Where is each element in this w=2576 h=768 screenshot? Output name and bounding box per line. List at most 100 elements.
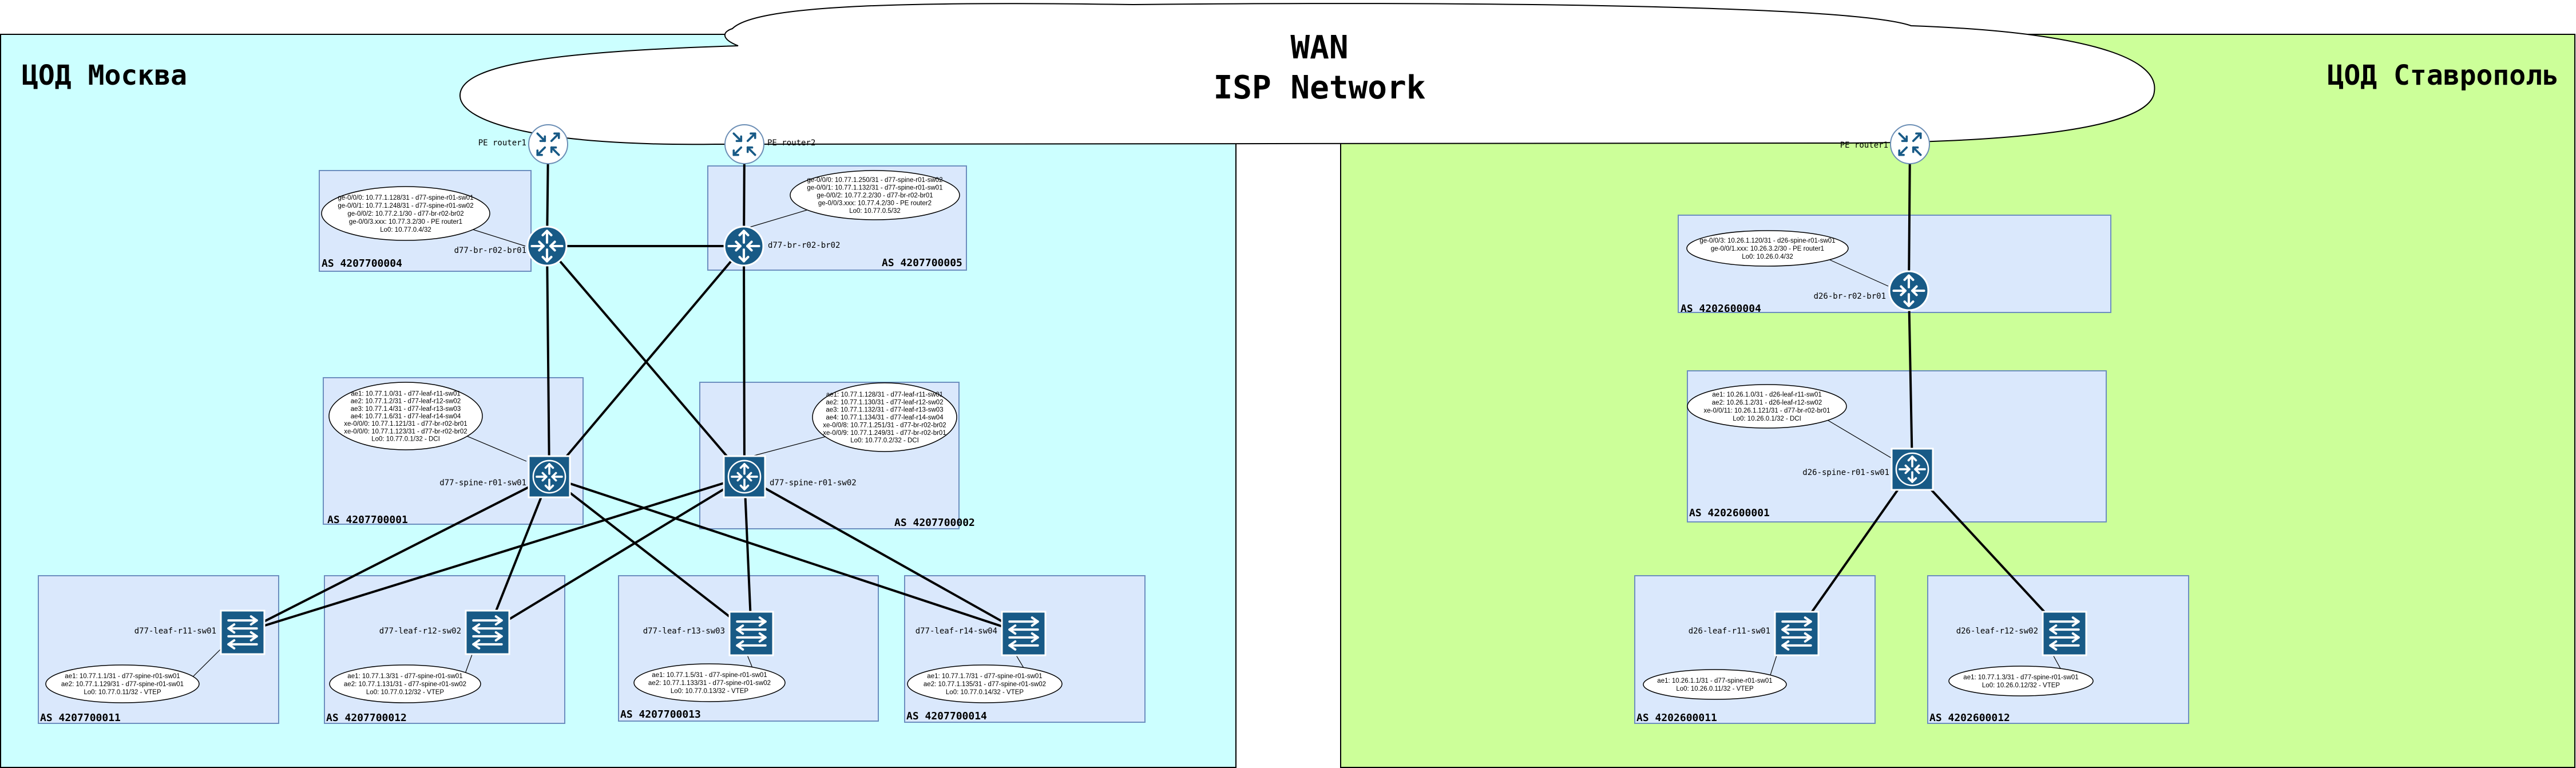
note-line: Lo0: 10.77.0.11/32 - VTEP: [84, 689, 161, 696]
as-number-stv_lf02: AS 4202600012: [1929, 712, 2010, 724]
note-line: ae3: 10.77.1.4/31 - d77-leaf-r13-sw03: [351, 406, 461, 413]
note-line: ge-0/0/1: 10.77.1.132/31 - d77-spine-r01…: [807, 185, 942, 192]
note-connector-stv_br01: [1824, 256, 1889, 287]
device-name-stv_br01: d26-br-r02-br01: [1814, 292, 1886, 301]
pe-labels: PE router1 PE router2 PE router1: [478, 138, 1888, 150]
router-icon[interactable]: [1890, 124, 1930, 164]
zone-stv-lf01: [1634, 575, 1876, 724]
device-name-msk_lf02: d77-leaf-r12-sw02: [379, 627, 461, 636]
note-line: ae4: 10.77.1.6/31 - d77-leaf-r14-sw04: [351, 413, 461, 420]
as-number-stv_sp01: AS 4202600001: [1689, 507, 1770, 519]
link-msk_sp01-msk_lf01: [242, 476, 550, 634]
spine-router-icon[interactable]: [1891, 448, 1934, 491]
interface-note-stv_sp01: ae1: 10.26.1.0/31 - d26-leaf-r11-sw01ae2…: [1687, 384, 1847, 429]
note-line: Lo0: 10.26.0.12/32 - VTEP: [1982, 682, 2060, 689]
device-name-msk_lf04: d77-leaf-r14-sw04: [916, 627, 997, 636]
note-line: ge-0/0/1: 10.77.1.248/31 - d77-spine-r01…: [338, 203, 473, 209]
router-icon[interactable]: [724, 124, 764, 164]
spine-router-icon[interactable]: [723, 455, 766, 498]
as-number-msk_lf04: AS 4207700014: [906, 710, 987, 722]
note-line: ge-0/0/1.xxx: 10.26.3.2/30 - PE router1: [1711, 246, 1824, 252]
pe-routers: [528, 124, 1930, 164]
wan-cloud-shape: [459, 3, 2155, 145]
device-name-msk_sp01: d77-spine-r01-sw01: [439, 478, 526, 488]
note-line: Lo0: 10.26.0.11/32 - VTEP: [1676, 686, 1754, 692]
device-name-msk_sp02: d77-spine-r01-sw02: [770, 478, 857, 488]
interface-note-msk_br01: ge-0/0/0: 10.77.1.128/31 - d77-spine-r01…: [321, 186, 490, 241]
note-line: ae2: 10.77.1.2/31 - d77-leaf-r12-sw02: [351, 398, 461, 405]
note-connector-msk_br01: [464, 226, 526, 247]
pe-label-msk_pe2: PE router2: [767, 138, 815, 148]
device-name-stv_sp01: d26-spine-r01-sw01: [1802, 468, 1889, 477]
note-bubble: [812, 382, 957, 452]
note-line: ae1: 10.77.1.0/31 - d77-leaf-r11-sw01: [351, 391, 461, 398]
note-line: Lo0: 10.77.0.13/32 - VTEP: [671, 688, 749, 695]
device-name-msk_br02: d77-br-r02-br02: [768, 241, 840, 250]
note-line: ge-0/0/3.xxx: 10.77.4.2/30 - PE router2: [818, 200, 932, 207]
devices: [220, 225, 2087, 656]
as-number-msk_lf01: AS 4207700011: [40, 712, 121, 724]
note-bubble: [45, 664, 200, 703]
network-links: [242, 144, 2066, 635]
border-router-icon[interactable]: [723, 225, 764, 267]
note-connector-msk_sp01: [459, 432, 527, 462]
note-line: ae1: 10.26.1.0/31 - d26-leaf-r11-sw01: [1712, 391, 1822, 398]
note-line: xe-0/0/11: 10.26.1.121/31 - d77-br-r02-b…: [1704, 407, 1830, 414]
note-line: ae1: 10.77.1.3/31 - d77-spine-r01-sw01: [1963, 674, 2078, 681]
note-bubble: [907, 664, 1063, 703]
leaf-switch-icon[interactable]: [1001, 611, 1047, 656]
link-msk_sp02-msk_lf01: [242, 476, 745, 634]
note-bubble: [1686, 230, 1849, 267]
dc-moscow-title: ЦОД Москва: [22, 60, 187, 92]
link-stv_pe1-stv_br01: [1908, 144, 1911, 291]
note-bubble: [633, 663, 786, 702]
leaf-switch-icon[interactable]: [2042, 611, 2087, 656]
dc-stavropol-title: ЦОД Ставрополь: [2327, 60, 2559, 92]
note-line: xe-0/0/9: 10.77.1.249/31 - d77-br-r02-br…: [823, 430, 946, 437]
note-line: ae1: 10.77.1.128/31 - d77-leaf-r11-sw01: [826, 391, 943, 398]
border-router-icon[interactable]: [526, 225, 568, 267]
note-line: ae1: 10.77.1.3/31 - d77-spine-r01-sw01: [347, 673, 462, 680]
device-name-msk_br01: d77-br-r02-br01: [454, 246, 526, 255]
note-line: ae2: 10.77.1.131/31 - d77-spine-r01-sw02: [344, 681, 466, 688]
note-line: ae1: 10.26.1.1/31 - d77-spine-r01-sw01: [1657, 678, 1772, 684]
pe-label-msk_pe1: PE router1: [478, 138, 526, 148]
leaf-switch-icon[interactable]: [220, 609, 265, 655]
note-line: xe-0/0/0: 10.77.1.121/31 - d77-br-r02-br…: [344, 421, 467, 427]
note-bubble: [329, 664, 481, 703]
interface-note-msk_br02: ge-0/0/0: 10.77.1.250/31 - d77-spine-r01…: [790, 170, 960, 220]
interface-note-stv_br01: ge-0/0/3: 10.26.1.120/31 - d26-spine-r01…: [1686, 230, 1849, 267]
border-router-icon[interactable]: [1888, 270, 1929, 311]
link-msk_sp01-msk_lf03: [548, 476, 752, 635]
as-number-msk_lf03: AS 4207700013: [620, 708, 701, 721]
leaf-switch-icon[interactable]: [728, 611, 774, 656]
note-line: ae4: 10.77.1.134/31 - d77-leaf-r14-sw04: [826, 414, 944, 421]
wan-cloud: WAN ISP Network: [459, 3, 2155, 145]
note-line: Lo0: 10.26.0.4/32: [1742, 254, 1793, 260]
note-line: ae2: 10.77.1.130/31 - d77-leaf-r12-sw02: [826, 399, 943, 406]
interface-note-msk_sp02: ae1: 10.77.1.128/31 - d77-leaf-r11-sw01a…: [812, 382, 957, 452]
link-msk_sp01-msk_lf04: [549, 476, 1024, 635]
router-icon[interactable]: [528, 124, 568, 164]
link-msk_br02-msk_sp01: [548, 245, 745, 478]
leaf-switch-icon[interactable]: [1774, 611, 1820, 656]
link-msk_br01-msk_sp01: [546, 246, 550, 477]
note-line: ae1: 10.77.1.1/31 - d77-spine-r01-sw01: [65, 673, 180, 680]
link-stv_sp01-stv_lf01: [1796, 468, 1913, 635]
note-line: Lo0: 10.77.0.12/32 - VTEP: [366, 689, 445, 696]
link-msk_sp01-msk_lf02: [486, 476, 550, 633]
note-line: ge-0/0/0: 10.77.1.128/31 - d77-spine-r01…: [338, 195, 473, 201]
note-line: ae2: 10.77.1.133/31 - d77-spine-r01-sw02: [648, 680, 771, 687]
interface-note-msk_lf01: ae1: 10.77.1.1/31 - d77-spine-r01-sw01ae…: [45, 664, 200, 703]
note-line: Lo0: 10.77.0.1/32 - DCI: [371, 436, 440, 442]
as-number-msk_sp02: AS 4207700002: [894, 517, 975, 529]
note-line: ae1: 10.77.1.5/31 - d77-spine-r01-sw01: [652, 672, 767, 679]
note-line: ae3: 10.77.1.132/31 - d77-leaf-r13-sw03: [826, 407, 943, 414]
pe-label-stv_pe1: PE router1: [1840, 141, 1888, 150]
leaf-switch-icon[interactable]: [465, 609, 510, 655]
note-bubble: [1687, 384, 1847, 429]
link-stv_br01-stv_sp01: [1908, 290, 1913, 470]
spine-router-icon[interactable]: [528, 455, 571, 498]
wan-title: WAN: [1290, 29, 1348, 66]
